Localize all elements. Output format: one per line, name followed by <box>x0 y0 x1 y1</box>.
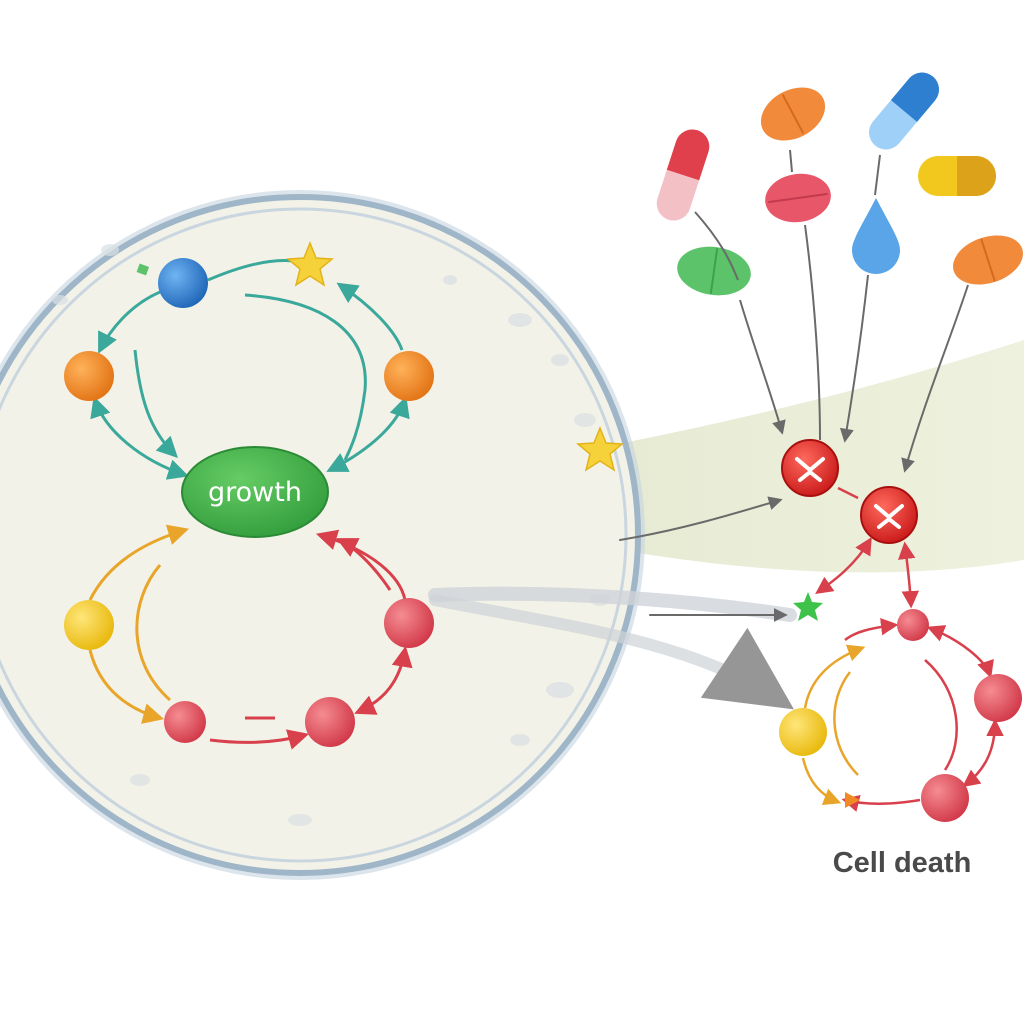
cell-death-label: Cell death <box>833 847 972 879</box>
node-orange-right <box>384 351 434 401</box>
node-yellow-2 <box>779 708 827 756</box>
pill-green-icon <box>677 246 751 296</box>
green-star-icon <box>793 592 823 621</box>
orange-arrowhead <box>845 792 860 808</box>
right-links <box>815 486 920 609</box>
star-icon <box>286 240 334 287</box>
node-red-bottom-right <box>305 697 355 747</box>
capsule-blue-icon <box>869 72 939 150</box>
drug-arrows <box>694 149 969 473</box>
drugs-group <box>656 72 1023 296</box>
droplet-blue-icon <box>852 198 900 274</box>
capsule-red-icon <box>656 129 710 221</box>
node-red-bottom-2 <box>921 774 969 822</box>
transfer-arrows <box>428 496 797 710</box>
node-blue <box>158 258 208 308</box>
upper-pathway <box>90 259 410 480</box>
growth-label: growth <box>208 477 302 508</box>
lower-right-pathway <box>209 529 413 750</box>
inhibited-node-icon <box>860 486 918 544</box>
pill-orange-icon <box>760 87 826 141</box>
death-nodes <box>779 609 1022 822</box>
node-red-right-2 <box>974 674 1022 722</box>
star-icon <box>576 425 624 472</box>
dish-nodes <box>64 258 434 747</box>
green-speck-icon <box>136 263 150 276</box>
death-pathway <box>801 617 1004 812</box>
pill-pink-icon <box>765 173 831 223</box>
lower-left-pathway <box>88 524 190 724</box>
node-yellow <box>64 600 114 650</box>
node-red-right <box>384 598 434 648</box>
inhibited-node-icon <box>781 439 839 497</box>
node-orange-left <box>64 351 114 401</box>
growth-node: growth <box>181 446 329 538</box>
node-red-small <box>897 609 929 641</box>
node-red-bottom-left <box>164 701 206 743</box>
capsule-yellow-icon <box>918 156 996 196</box>
pill-orange-2-icon <box>953 235 1023 285</box>
inhibited-nodes <box>781 439 918 544</box>
